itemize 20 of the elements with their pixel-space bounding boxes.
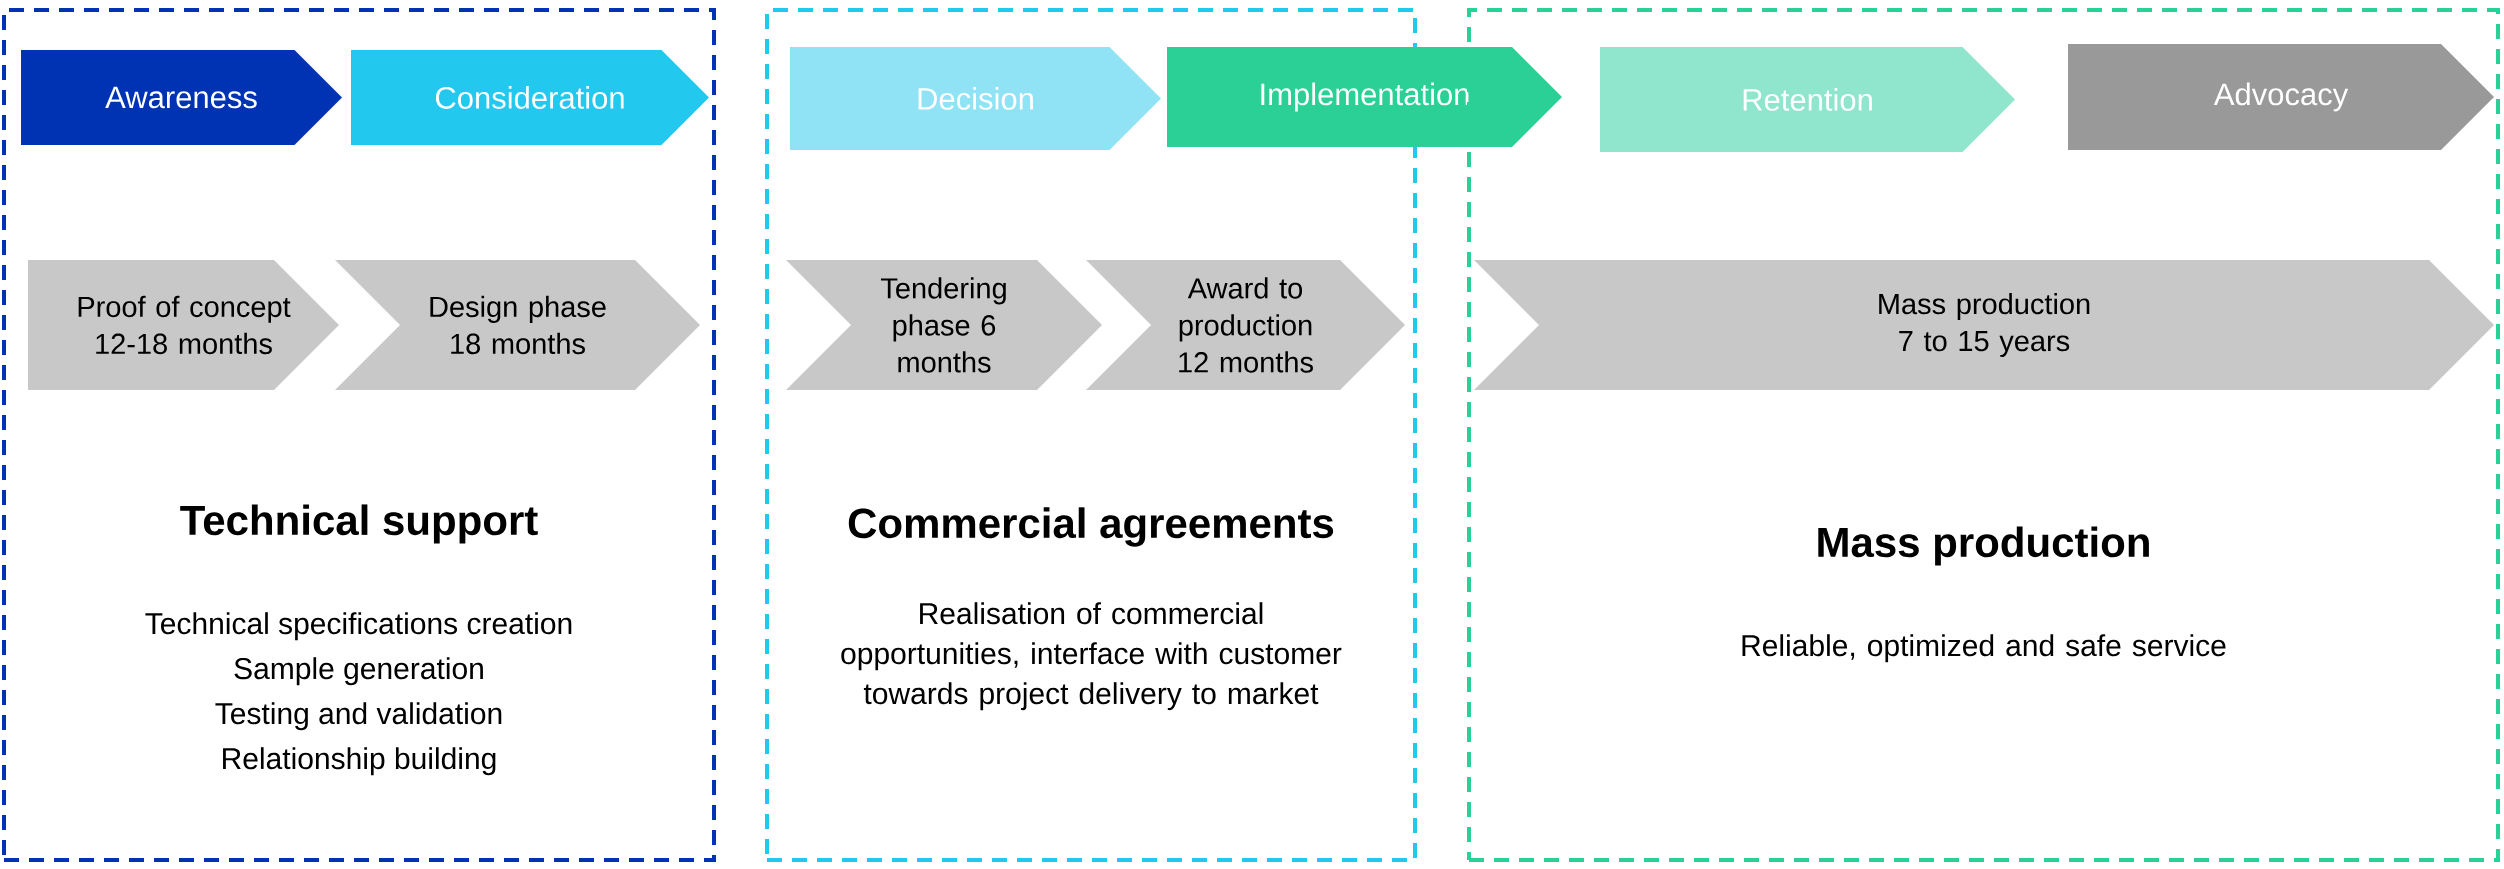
phase-banner: Award to production 12 months <box>1086 260 1405 390</box>
phase-banner: Mass production 7 to 15 years <box>1474 260 2494 390</box>
section-heading: Mass production <box>1818 526 2149 566</box>
list-item: Testing and validation <box>215 702 502 731</box>
stage-banner: Advocacy <box>2068 44 2494 150</box>
stage-banner: Decision <box>790 47 1161 150</box>
phase-banner: Proof of concept 12-18 months <box>28 260 339 390</box>
section-description: Reliable, optimized and safe service <box>1742 634 2226 663</box>
stage-banner: Implementation <box>1167 47 1562 147</box>
list-item: Relationship building <box>223 747 496 776</box>
list-item: Technical specifications creation <box>145 612 572 641</box>
stage-banner: Retention <box>1600 47 2015 152</box>
phase-banner: Design phase 18 months <box>335 260 700 390</box>
section-heading: Technical support <box>180 504 538 544</box>
section-description: Realisation of commercial opportunities, interface with customer towards project delivery to market <box>841 602 1342 711</box>
section-heading: Commercial agreements <box>848 507 1334 547</box>
stage-banner: Consideration <box>351 50 709 145</box>
stage-banner: Awareness <box>21 50 342 145</box>
phase-banner: Tendering phase 6 months <box>786 260 1102 390</box>
list-item: Sample generation <box>234 657 483 686</box>
